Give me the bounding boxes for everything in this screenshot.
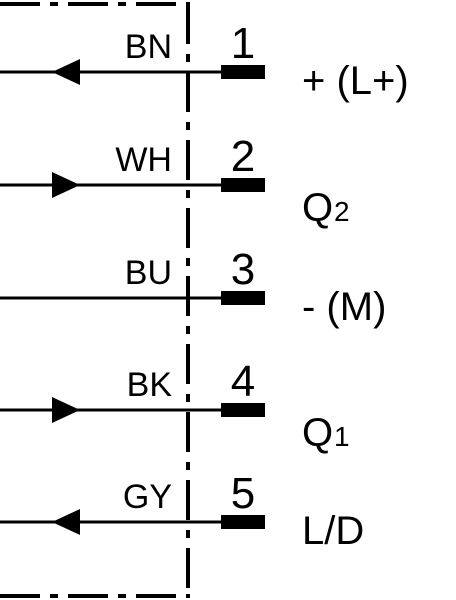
- signal-label: Q: [302, 411, 333, 455]
- pin-terminal: [221, 65, 265, 79]
- wire-color-code: WH: [115, 141, 172, 179]
- pin-number: 2: [231, 132, 255, 181]
- signal-subscript: 2: [334, 196, 350, 227]
- pin-row-3: BU 3 - (M): [0, 245, 386, 329]
- wire-color-code: GY: [123, 478, 172, 516]
- pin-row-1: BN 1 + (L+): [0, 19, 409, 103]
- pin-terminal: [221, 403, 265, 417]
- signal-label: L/D: [302, 509, 364, 553]
- signal-label: Q: [302, 186, 333, 230]
- pin-number: 5: [231, 469, 255, 518]
- wire-color-code: BN: [125, 28, 172, 66]
- signal-label: - (M): [302, 285, 386, 329]
- arrow-left-icon: [52, 509, 80, 535]
- pin-number: 4: [231, 357, 255, 406]
- pin-terminal: [221, 178, 265, 192]
- pin-terminal: [221, 515, 265, 529]
- wire-color-code: BU: [125, 254, 172, 292]
- arrow-right-icon: [52, 397, 80, 423]
- arrow-left-icon: [52, 59, 80, 85]
- arrow-right-icon: [52, 172, 80, 198]
- pin-row-5: GY 5L/D: [0, 469, 364, 553]
- pin-terminal: [221, 291, 265, 305]
- pin-number: 3: [231, 245, 255, 294]
- wire-color-code: BK: [127, 366, 173, 404]
- signal-subscript: 1: [334, 421, 350, 452]
- signal-label: + (L+): [302, 59, 409, 103]
- pin-number: 1: [231, 19, 255, 68]
